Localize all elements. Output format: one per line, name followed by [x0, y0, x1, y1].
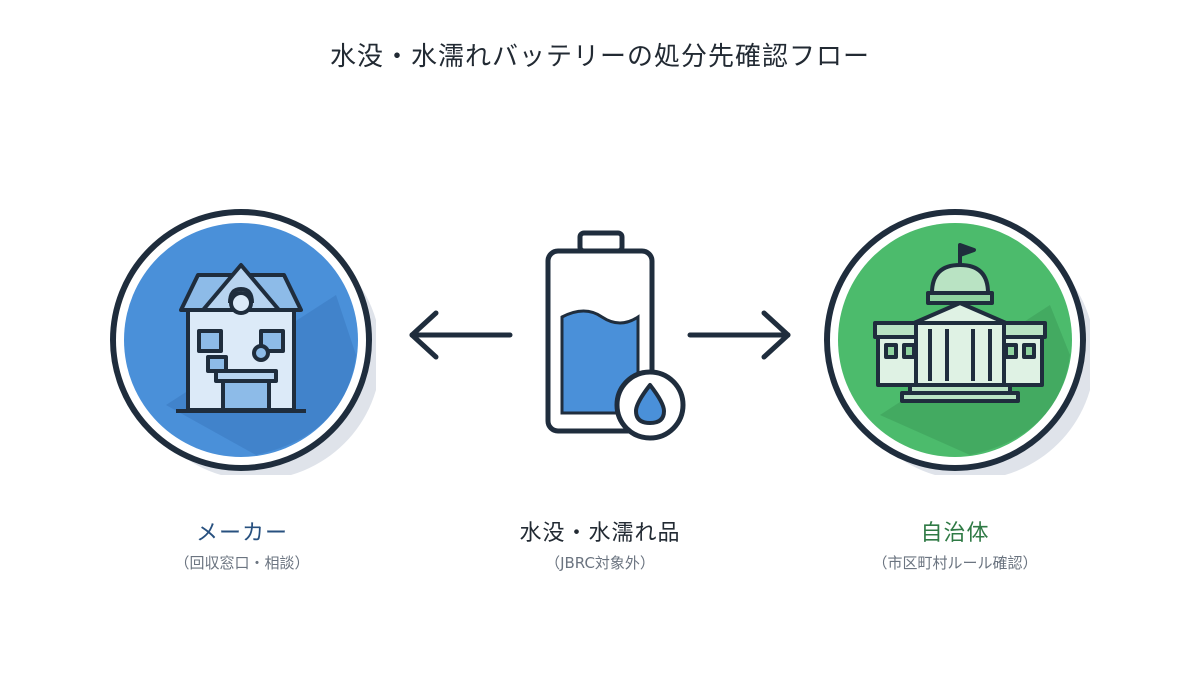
office-building-headset-icon	[110, 209, 376, 475]
maker-sublabel: （回収窓口・相談）	[174, 554, 310, 572]
water-battery-icon	[545, 230, 686, 441]
battery-label: 水没・水濡れ品	[519, 521, 681, 546]
maker-node	[106, 205, 376, 475]
gov-label: 自治体	[920, 521, 990, 546]
gov-node	[820, 205, 1090, 475]
battery-sublabel: （JBRC対象外）	[545, 554, 655, 572]
diagram-title: 水没・水濡れバッテリーの処分先確認フロー	[329, 42, 870, 72]
maker-label: メーカー	[195, 521, 288, 546]
gov-sublabel: （市区町村ルール確認）	[872, 554, 1038, 572]
arrow-right-icon	[687, 310, 791, 360]
government-building-icon	[824, 209, 1090, 475]
arrow-left-icon	[409, 310, 513, 360]
